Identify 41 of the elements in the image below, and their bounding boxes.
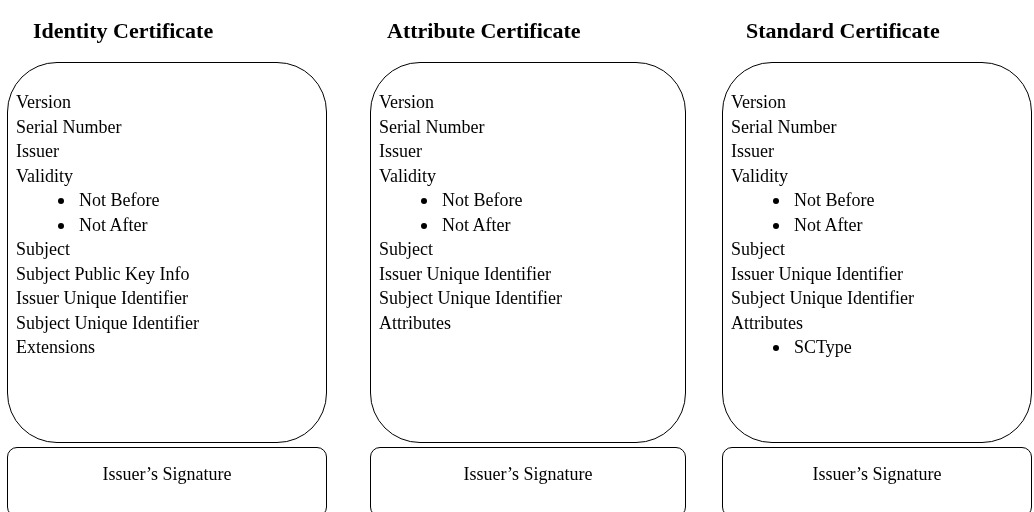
field-name: Subject Public Key Info [16,262,190,286]
signature-text: Issuer’s Signature [812,463,942,486]
field-name: Not After [442,214,511,235]
field-name: Validity [731,164,788,188]
field-name: Subject [731,238,785,261]
field-name: Version [731,91,786,114]
field-name: Issuer [731,140,774,163]
field-name: Issuer [16,140,59,163]
signature-text: Issuer’s Signature [463,463,593,486]
field-name: Version [379,91,434,114]
signature-text: Issuer’s Signature [102,463,232,486]
field-name: Serial Number [16,115,122,139]
field-name: Subject [16,238,70,261]
certificate-fields-box [370,62,686,443]
field-name: Issuer [379,140,422,163]
field-name: Issuer Unique Identifier [16,287,188,310]
field-name: Attributes [379,311,451,335]
field-name: Not Before [442,190,523,210]
field-name: Not Before [79,190,160,210]
field-name: Issuer Unique Identifier [379,262,551,286]
field-name: Subject Unique Identifier [731,287,914,310]
field-name: Subject Unique Identifier [16,311,199,335]
field-name: Attributes [731,311,803,335]
field-name: Not After [794,214,863,235]
column-heading: Identity Certificate [33,17,214,45]
field-name: Not After [79,214,148,235]
column-heading: Attribute Certificate [387,17,581,45]
field-name: Serial Number [379,115,485,139]
certificate-fields-box [722,62,1032,443]
field-name: Subject Unique Identifier [379,287,562,310]
field-name: Serial Number [731,115,837,139]
field-name: Validity [16,164,73,188]
field-name: Not Before [794,190,875,210]
field-name: SCType [794,337,852,357]
column-heading: Standard Certificate [746,17,940,45]
field-name: Extensions [16,336,95,359]
field-name: Validity [379,164,436,188]
field-name: Subject [379,238,433,261]
certificate-fields-box [7,62,327,443]
field-name: Version [16,91,71,114]
field-name: Issuer Unique Identifier [731,262,903,286]
